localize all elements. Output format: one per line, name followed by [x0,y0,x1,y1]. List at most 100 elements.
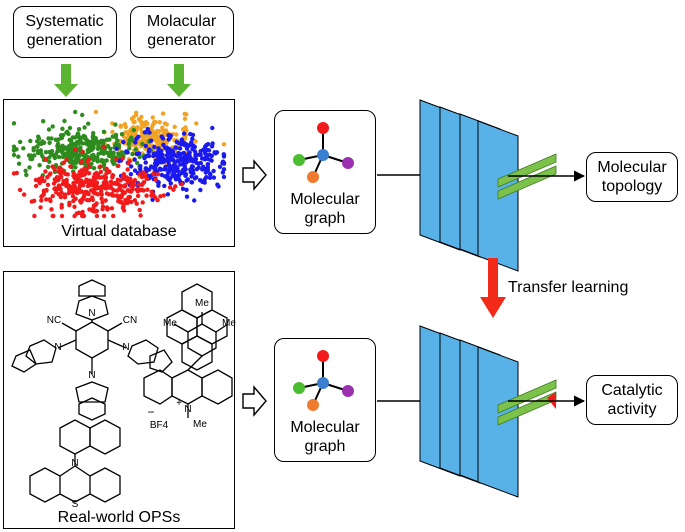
scatter-point [46,136,51,141]
scatter-point [184,160,189,165]
scatter-point [155,172,161,177]
molecular-topology-label: Molecular topology [597,159,667,195]
scatter-point [122,183,128,188]
scatter-point [173,177,179,182]
scatter-point [110,129,115,135]
scatter-point [67,137,72,143]
scatter-point [221,142,227,147]
chem-label-n-top: N [88,308,96,319]
scatter-point [92,180,98,185]
molecular-graph-label-bottom: Molecular graph [290,419,360,455]
scatter-point [33,183,39,189]
scatter-point [90,188,96,193]
scatter-point [11,121,17,126]
transfer-learning-label: Transfer learning [508,279,629,296]
transfer-learning-arrow [480,258,506,318]
scatter-point [184,112,189,117]
scatter-point [69,144,75,149]
scatter-point [137,154,142,160]
scatter-point [143,143,148,149]
scatter-point [91,166,97,171]
scatter-point [127,146,132,151]
scatter-point [73,109,78,115]
scatter-point [85,159,90,164]
scatter-point [156,183,161,188]
scatter-point [140,137,145,143]
graph-node-orange [307,399,319,411]
scatter-point [210,125,215,131]
chem-label-n-bottom: N [88,370,96,381]
catalytic-activity-box [586,375,678,425]
scatter-point [94,185,100,190]
scatter-point [47,140,52,145]
scatter-point [11,144,17,149]
scatter-point [133,147,138,152]
scatter-point [96,151,101,157]
scatter-point [62,145,68,150]
scatter-point [153,158,159,163]
scatter-point [207,175,213,180]
scatter-point [105,169,111,174]
scatter-point [42,178,47,184]
scatter-point [133,140,138,145]
scatter-point [125,167,130,172]
scatter-point [64,157,69,162]
scatter-point [120,156,125,161]
graph-node-green [293,382,305,394]
scatter-point [215,182,220,187]
scatter-point [45,182,51,187]
scatter-point [72,147,78,153]
scatter-point [199,156,205,161]
chem-label-me-right: Me [222,318,236,329]
scatter-point [67,200,72,205]
green-arrow-right [167,64,191,97]
scatter-point [142,130,148,135]
real-world-opss-panel [3,271,235,529]
scatter-point [176,151,181,156]
scatter-point [65,172,71,177]
scatter-point [29,199,34,204]
scatter-point [137,207,142,213]
scatter-point [202,148,207,154]
chem-label-n-right: N [122,342,130,353]
scatter-point [204,175,209,180]
scatter-point [73,176,78,181]
scatter-point [116,152,122,157]
scatter-point [155,128,160,134]
scatter-point [118,124,123,129]
catalytic-activity-label: Catalytic activity [601,382,663,418]
scatter-point [43,169,48,174]
scatter-point [172,152,177,158]
scatter-point [70,154,75,160]
graph-node-blue [317,377,329,389]
scatter-point [104,150,110,155]
scatter-point [35,144,40,149]
scatter-point [193,139,198,144]
scatter-point [132,119,137,125]
scatter-point [81,213,86,219]
scatter-point [103,198,108,203]
scatter-point [139,174,145,180]
scatter-point [127,159,132,164]
scatter-point [35,148,41,154]
scatter-point [121,139,126,145]
scatter-point [56,154,62,160]
scatter-point [189,180,195,185]
scatter-point [47,159,52,164]
scatter-point [56,169,62,174]
scatter-point [135,160,140,166]
scatter-point [140,200,145,205]
scatter-point [118,199,124,204]
scatter-point [41,192,46,197]
scatter-point [52,167,57,173]
scatter-point [39,175,45,180]
scatter-point [103,179,108,185]
scatter-point [211,175,217,180]
scatter-point [184,128,189,133]
scatter-point [211,168,216,174]
scatter-point [170,148,175,153]
scatter-point [173,173,178,178]
scatter-point [79,189,84,194]
scatter-point [78,173,83,178]
